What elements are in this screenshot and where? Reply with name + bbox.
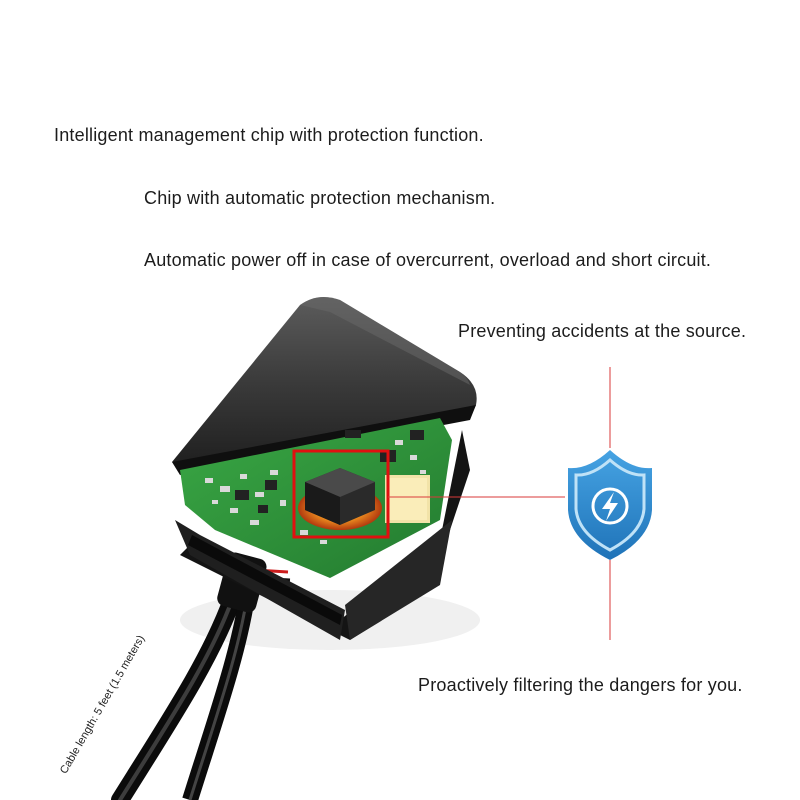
feature-line-power-off: Automatic power off in case of overcurre… xyxy=(144,250,712,270)
pointer-lines xyxy=(388,367,611,640)
shield-lightning-icon xyxy=(568,450,652,560)
feature-line-filtering-dangers: Proactively filtering the dangers for yo… xyxy=(418,675,743,695)
feature-line-automatic-protection: Chip with automatic protection mechanism… xyxy=(144,188,496,208)
feature-line-management-chip: Intelligent management chip with protect… xyxy=(54,125,484,145)
feature-line-preventing-accidents: Preventing accidents at the source. xyxy=(458,321,747,341)
protection-chip xyxy=(298,468,382,530)
housing-base xyxy=(175,430,470,640)
chip-highlight-box xyxy=(292,449,390,539)
